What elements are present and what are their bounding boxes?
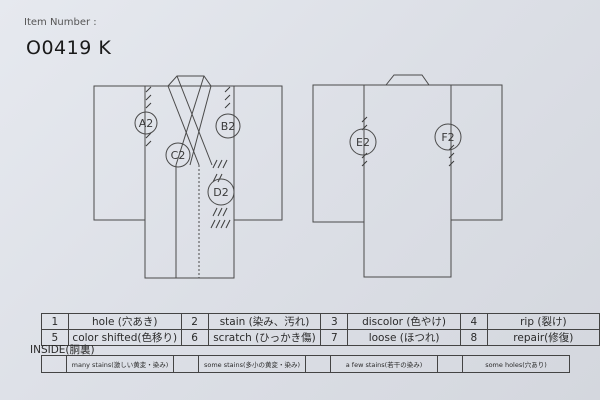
legend-num: 2 (180, 313, 209, 330)
inside-checkbox (305, 355, 331, 373)
mark-c2: C2 (171, 149, 186, 162)
legend-num: 3 (320, 313, 349, 330)
mark-e2: E2 (356, 136, 370, 149)
legend-text: hole (穴あき) (67, 313, 182, 330)
legend-num: 1 (41, 313, 69, 330)
mark-f2: F2 (441, 131, 454, 144)
front-kimono (93, 75, 283, 279)
inside-checkbox (41, 355, 67, 373)
mark-a2: A2 (139, 117, 154, 130)
legend-text: repair(修復) (486, 329, 600, 346)
inside-checkbox (173, 355, 199, 373)
legend-text: loose (ほつれ) (347, 329, 461, 346)
legend-num: 6 (180, 329, 209, 346)
legend-text: rip (裂け) (486, 313, 600, 330)
inside-condition-table: many stains(激しい黄変・染み) some stains(多小の黄変・… (41, 355, 570, 373)
legend-text: stain (染み、汚れ) (207, 313, 322, 330)
legend-num: 8 (459, 329, 488, 346)
inside-item: a few stains(若干の染み) (330, 355, 438, 373)
legend-num: 4 (459, 313, 488, 330)
legend-text: color shifted(色移り) (67, 329, 182, 346)
inside-checkbox (437, 355, 463, 373)
legend-row: 5 color shifted(色移り) 6 scratch (ひっかき傷) 7… (41, 329, 600, 346)
legend-text: scratch (ひっかき傷) (207, 329, 322, 346)
legend-num: 7 (320, 329, 349, 346)
mark-b2: B2 (221, 120, 236, 133)
item-number: O0419 K (26, 37, 112, 59)
inside-row: many stains(激しい黄変・染み) some stains(多小の黄変・… (41, 355, 570, 373)
inside-title: INSIDE(胴裏) (30, 344, 95, 356)
mark-d2: D2 (213, 186, 228, 199)
legend-row: 1 hole (穴あき) 2 stain (染み、汚れ) 3 discolor … (41, 313, 600, 330)
legend-text: discolor (色やけ) (347, 313, 461, 330)
inside-item: many stains(激しい黄変・染み) (66, 355, 174, 373)
back-kimono (312, 74, 503, 278)
inside-item: some holes(穴あり) (462, 355, 570, 373)
inside-item: some stains(多小の黄変・染み) (198, 355, 306, 373)
damage-legend-table: 1 hole (穴あき) 2 stain (染み、汚れ) 3 discolor … (41, 313, 600, 346)
item-number-label: Item Number : (24, 17, 97, 28)
